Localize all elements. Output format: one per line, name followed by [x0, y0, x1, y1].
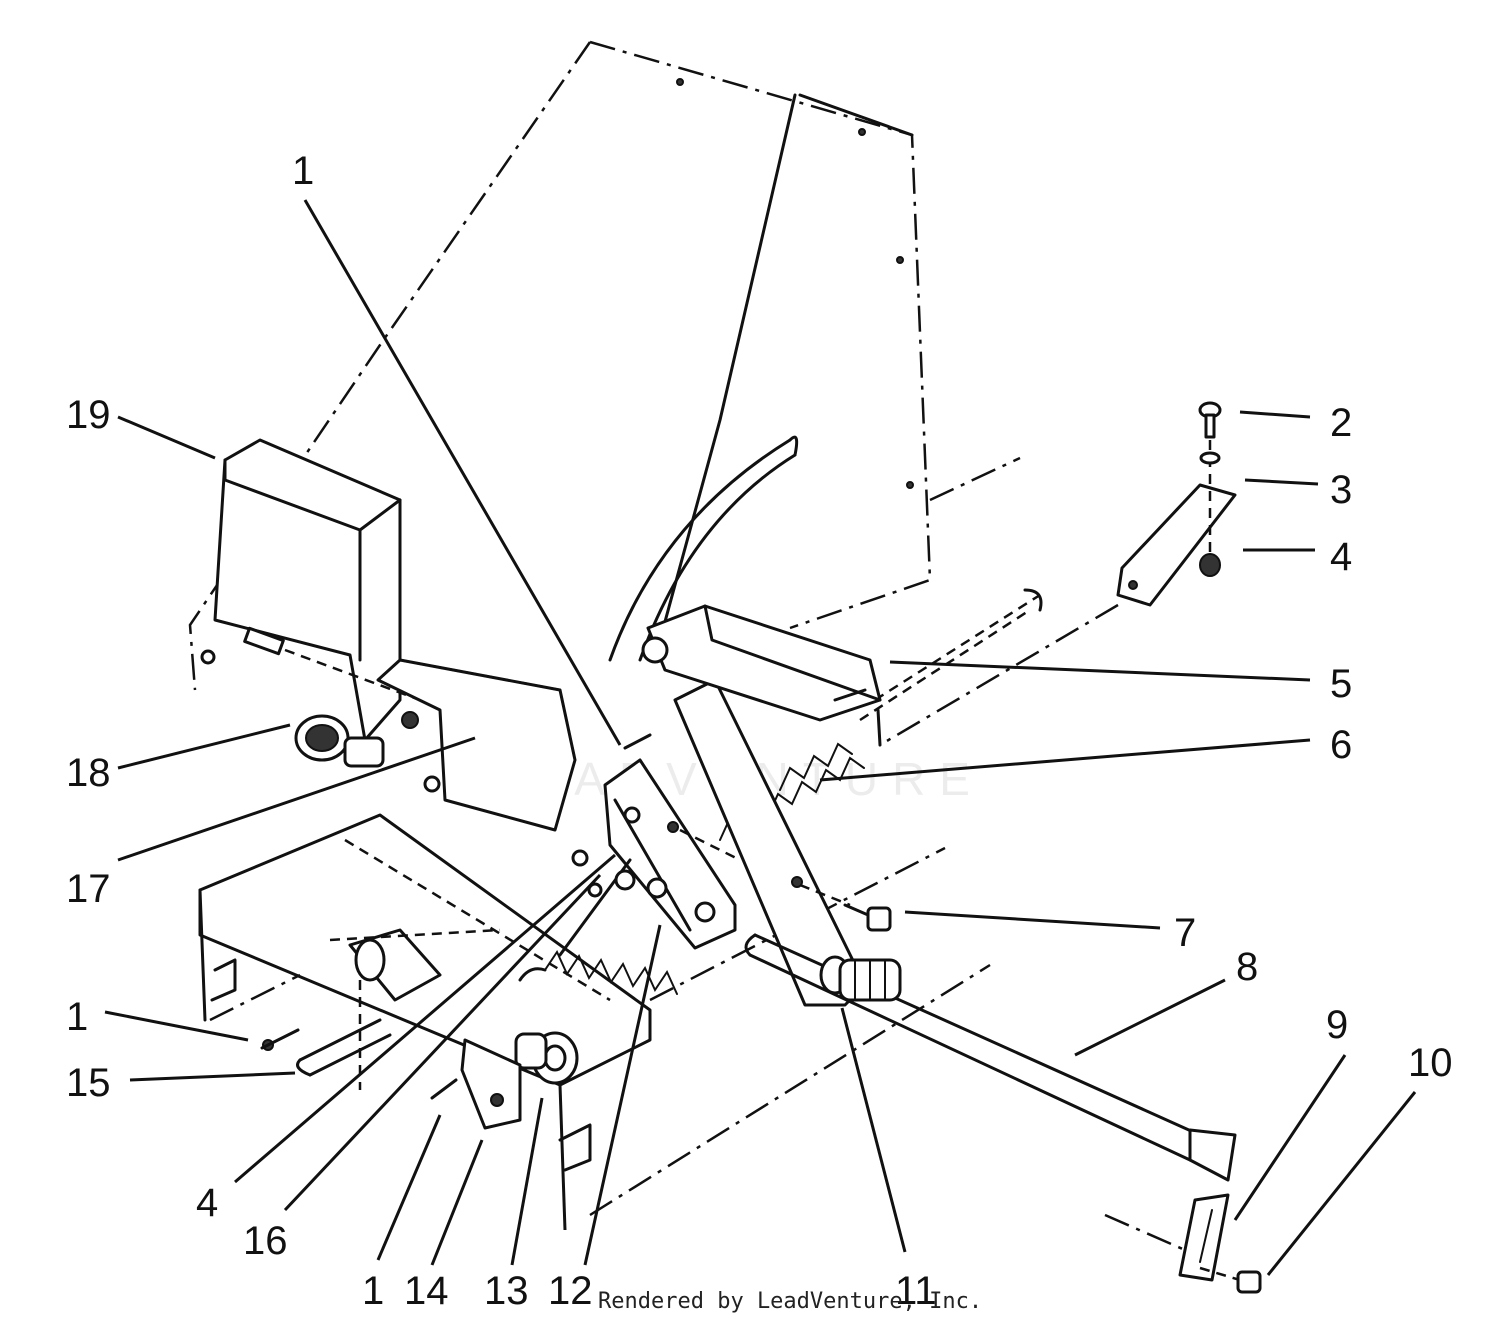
callout-1-bottom: 1 — [362, 1269, 384, 1313]
part-15-rod — [262, 928, 501, 1090]
callout-10: 10 — [1408, 1041, 1453, 1085]
leader-lines — [104, 199, 1417, 1276]
callout-4-bottom: 4 — [196, 1181, 218, 1225]
callout-16: 16 — [243, 1219, 288, 1263]
callout-19: 19 — [66, 393, 111, 437]
part-4-nut-right — [1199, 553, 1221, 577]
callout-9: 9 — [1326, 1003, 1348, 1047]
part-12-plate — [603, 758, 737, 950]
part-19-bracket — [200, 438, 421, 742]
callout-numbers: 1 19 2 3 4 5 6 18 17 7 8 1 15 9 10 4 16 … — [66, 149, 1453, 1313]
hardware-pins — [260, 733, 741, 1100]
callout-12: 12 — [548, 1269, 593, 1313]
part-5-lever — [608, 435, 882, 1007]
credit-text: Rendered by LeadVenture, Inc. — [598, 1289, 982, 1314]
part-10-bolt — [1199, 1266, 1262, 1294]
shield-panel — [188, 40, 1021, 691]
base-frame — [198, 813, 991, 1231]
callout-2: 2 — [1330, 401, 1352, 445]
part-18-knob — [294, 714, 385, 768]
callout-11: 11 — [895, 1269, 937, 1313]
callout-6: 6 — [1330, 723, 1352, 767]
callout-17: 17 — [66, 867, 111, 911]
callout-7: 7 — [1174, 911, 1196, 955]
part-2-bolt — [1198, 401, 1222, 560]
callout-14: 14 — [404, 1269, 449, 1313]
callout-8: 8 — [1236, 945, 1258, 989]
callout-4-right: 4 — [1330, 535, 1352, 579]
part-3-bracket — [876, 483, 1237, 747]
part-7-bolt — [791, 876, 892, 932]
callout-1-top: 1 — [292, 149, 314, 193]
part-9-plate — [1104, 1193, 1230, 1282]
callout-1-left: 1 — [66, 995, 88, 1039]
part-14-plate — [460, 1038, 522, 1130]
callout-15: 15 — [66, 1061, 111, 1105]
callout-5: 5 — [1330, 662, 1352, 706]
part-13-pivot — [514, 1031, 579, 1085]
part-17-bracket — [376, 658, 577, 832]
part-11-collar — [819, 955, 902, 1002]
callout-3: 3 — [1330, 468, 1352, 512]
callout-18: 18 — [66, 751, 111, 795]
callout-13: 13 — [484, 1269, 529, 1313]
